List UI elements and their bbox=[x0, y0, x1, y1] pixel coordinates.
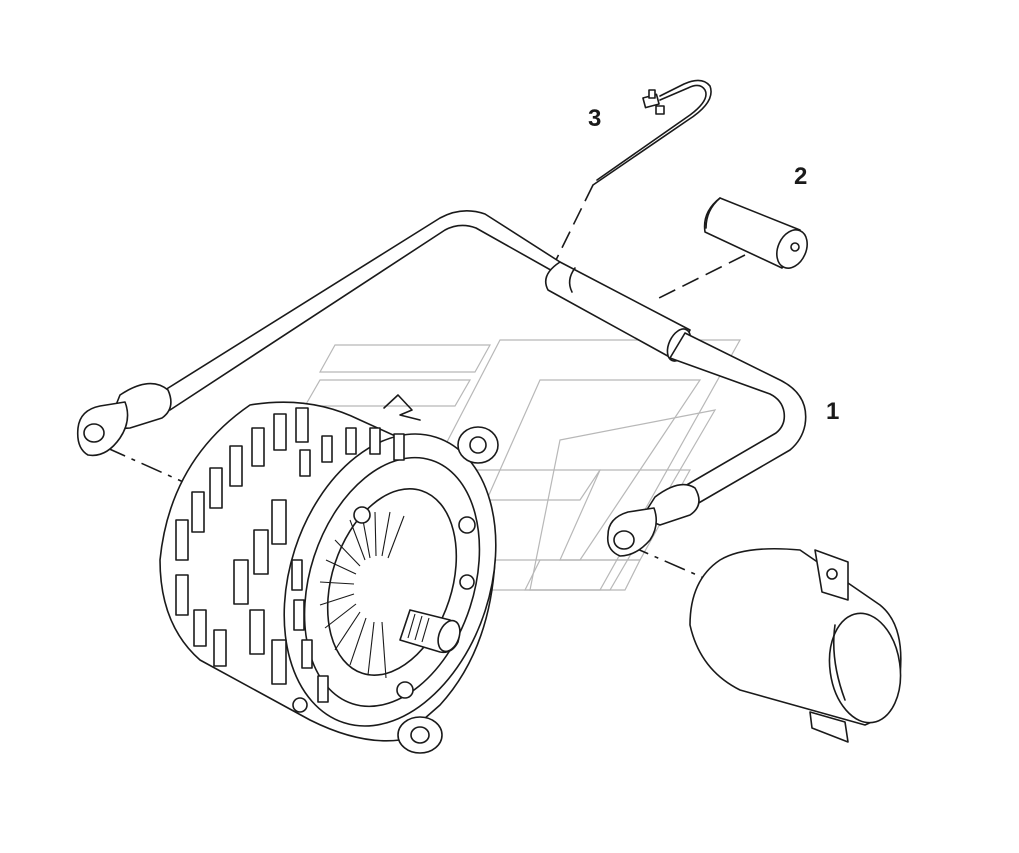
suppressor-capacitor bbox=[689, 548, 902, 743]
alternator bbox=[159, 394, 499, 754]
wire-clip-part-3 bbox=[592, 79, 712, 186]
callout-label-1: 1 bbox=[826, 398, 840, 425]
callout-label-3: 3 bbox=[588, 105, 602, 132]
sleeve-part-2 bbox=[703, 197, 808, 269]
stator-fins bbox=[291, 427, 405, 703]
cable-assembly-part-1 bbox=[76, 210, 807, 557]
callout-label-2: 2 bbox=[794, 163, 808, 190]
cooling-fins bbox=[175, 407, 309, 685]
